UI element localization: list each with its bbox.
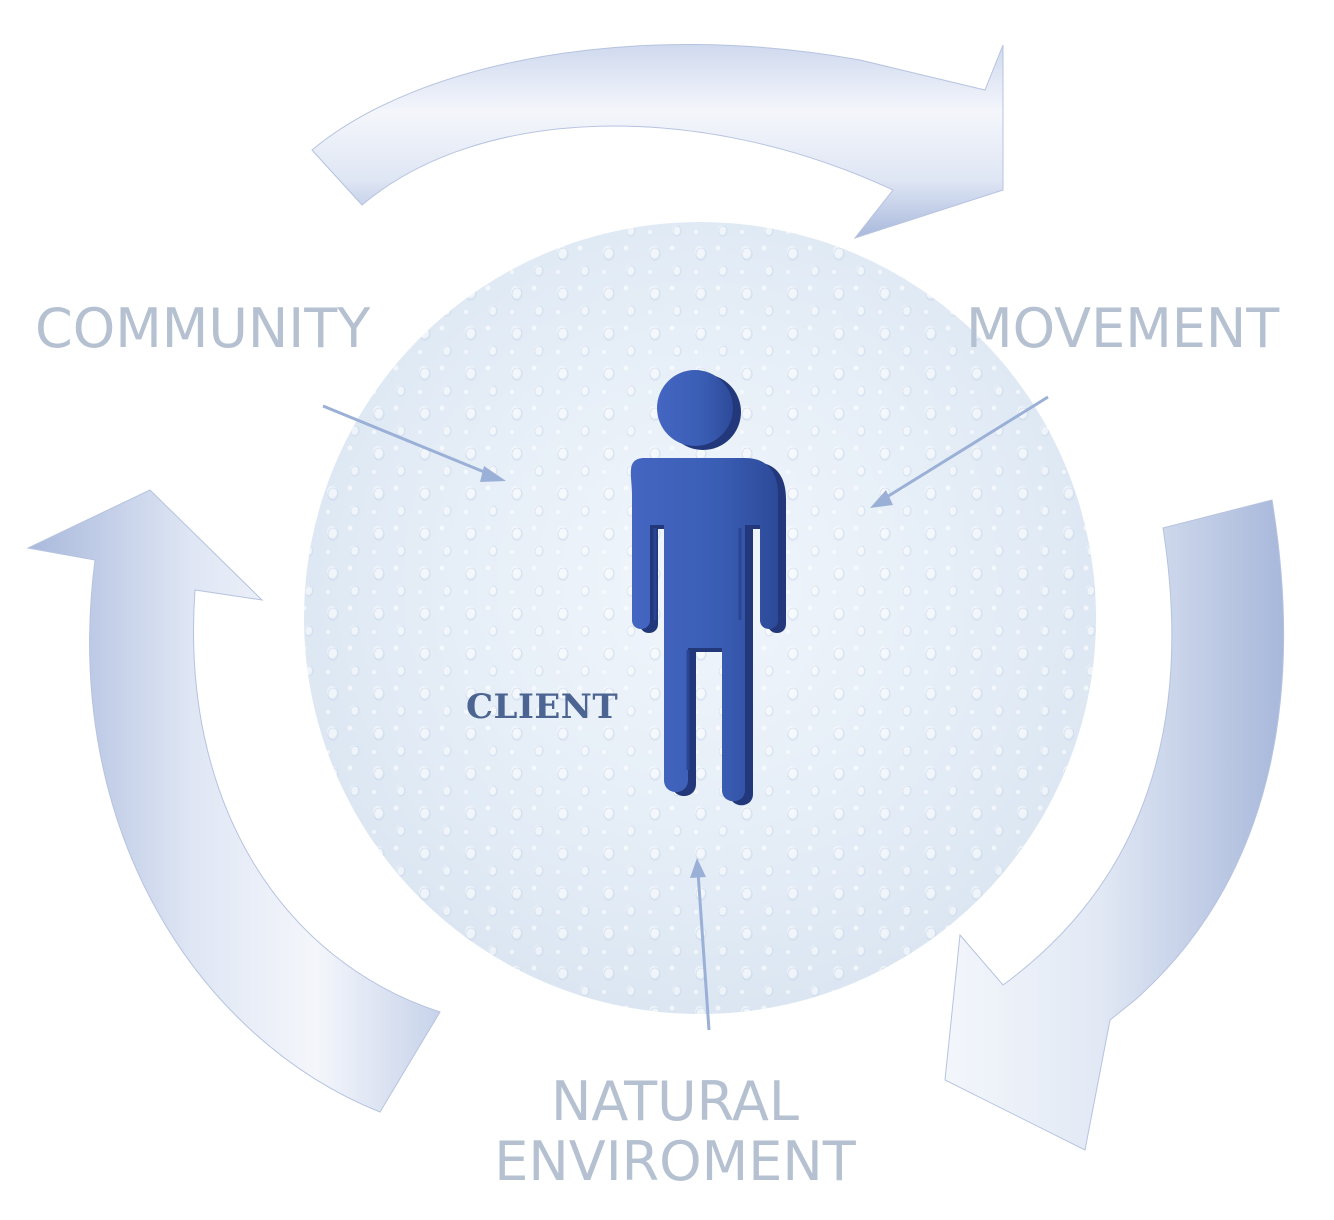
movement-label: MOVEMENT [966,297,1280,360]
pointer-arrow-natural-icon [690,858,711,1031]
natural-environment-label-line-1: NATURAL [550,1070,799,1133]
cycle-arrow-top-icon [311,44,1004,239]
community-label: COMMUNITY [35,297,371,360]
person-icon [630,370,786,806]
client-label: CLIENT [466,687,619,727]
pointer-arrow-movement-icon [870,395,1049,508]
cycle-arrow-right-icon [944,499,1284,1151]
natural-environment-label-line-2: ENVIROMENT [494,1130,856,1194]
natural-environment-label: NATURAL ENVIROMENT [470,1070,880,1194]
pointer-arrow-community-icon [322,404,506,482]
cycle-arrow-left-icon [26,489,441,1113]
